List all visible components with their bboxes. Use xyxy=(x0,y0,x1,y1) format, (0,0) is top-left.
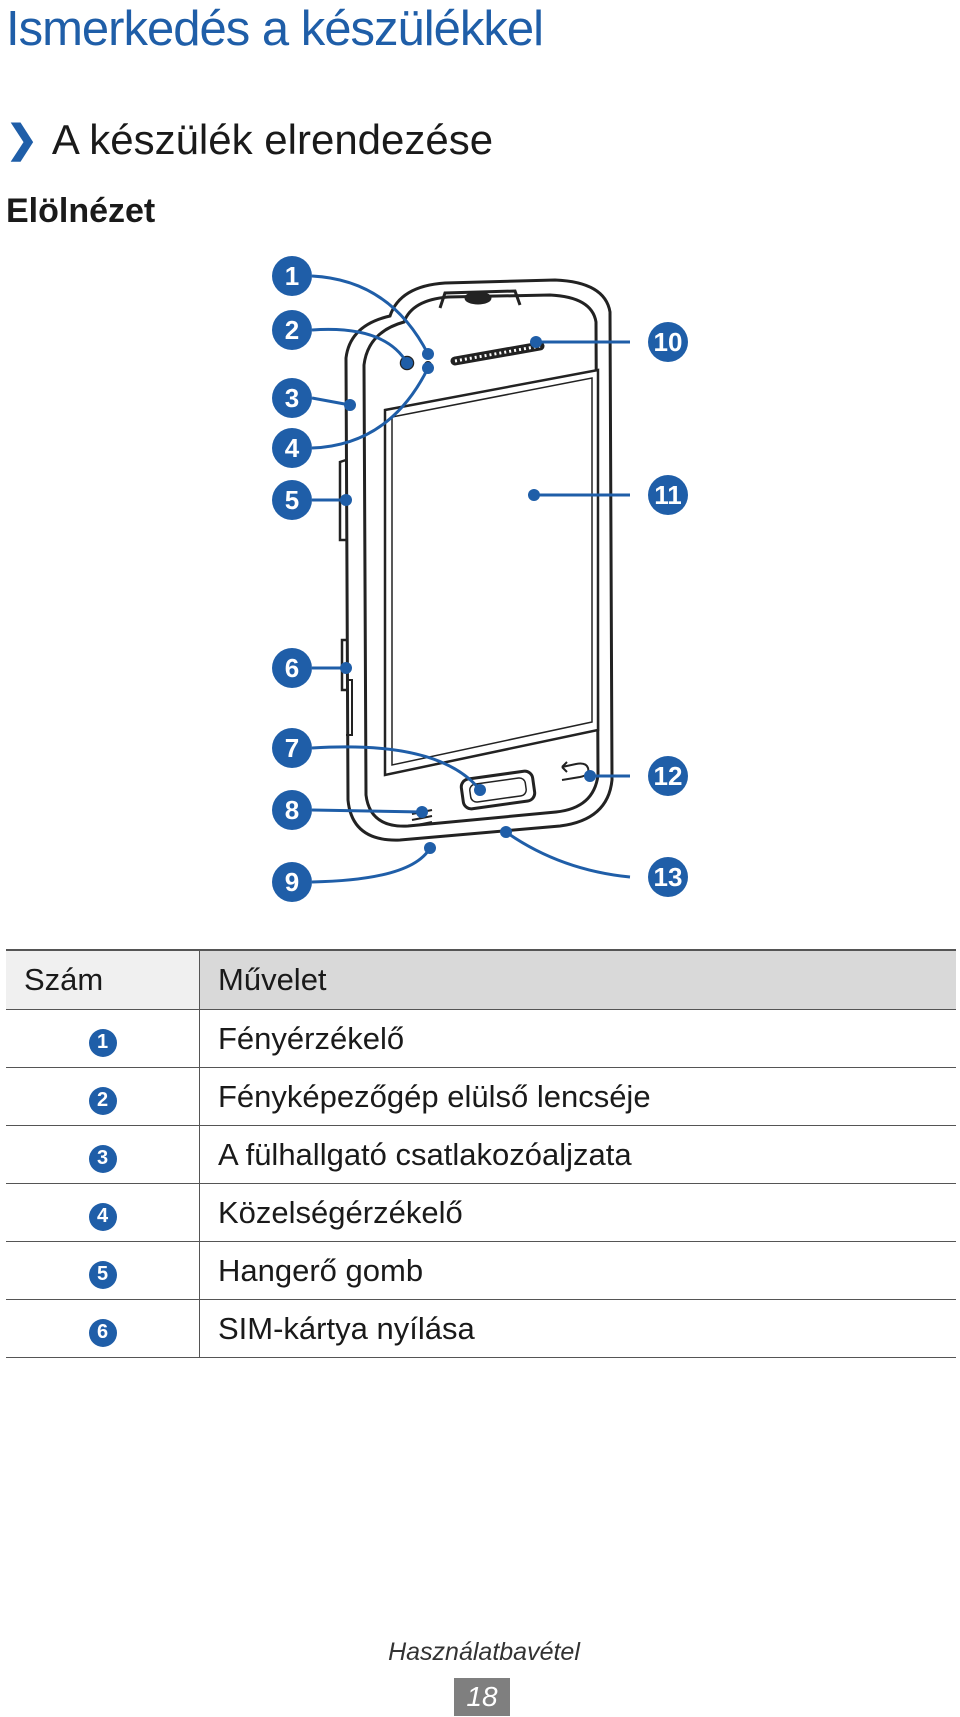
svg-text:10: 10 xyxy=(654,327,683,357)
callout-3: 3 xyxy=(272,378,312,418)
table-row: 1 Fényérzékelő xyxy=(6,1009,956,1068)
svg-text:8: 8 xyxy=(285,795,299,825)
table-row: 2 Fényképezőgép elülső lencséje xyxy=(6,1067,956,1126)
svg-text:9: 9 xyxy=(285,867,299,897)
callout-badges: 1 2 3 4 5 6 7 8 9 10 11 12 13 xyxy=(272,256,688,902)
callout-11: 11 xyxy=(648,475,688,515)
operations-table: Szám Művelet 1 Fényérzékelő 2 Fényképező… xyxy=(6,949,956,1358)
number-badge: 5 xyxy=(88,1260,117,1289)
row-label: A fülhallgató csatlakozóaljzata xyxy=(199,1125,956,1184)
row-label: Fényérzékelő xyxy=(199,1009,956,1068)
table-row: 4 Közelségérzékelő xyxy=(6,1183,956,1242)
svg-text:6: 6 xyxy=(285,653,299,683)
table-row: 5 Hangerő gomb xyxy=(6,1241,956,1300)
page-number: 18 xyxy=(454,1678,510,1716)
header-number: Szám xyxy=(6,949,200,1010)
row-label: Hangerő gomb xyxy=(199,1241,956,1300)
callout-7: 7 xyxy=(272,728,312,768)
table-header-row: Szám Művelet xyxy=(6,949,956,1010)
phone-front-diagram: 1 2 3 4 5 6 7 8 9 10 11 12 13 xyxy=(0,240,960,920)
callout-6: 6 xyxy=(272,648,312,688)
number-badge: 6 xyxy=(88,1318,117,1347)
row-label: Közelségérzékelő xyxy=(199,1183,956,1242)
svg-text:1: 1 xyxy=(285,261,299,291)
table-row: 6 SIM-kártya nyílása xyxy=(6,1299,956,1358)
section-title: ❯ A készülék elrendezése xyxy=(6,112,493,168)
svg-text:13: 13 xyxy=(654,862,683,892)
callout-5: 5 xyxy=(272,480,312,520)
svg-text:3: 3 xyxy=(285,383,299,413)
number-badge: 3 xyxy=(88,1144,117,1173)
callout-2: 2 xyxy=(272,310,312,350)
callout-4: 4 xyxy=(272,428,312,468)
table-row: 3 A fülhallgató csatlakozóaljzata xyxy=(6,1125,956,1184)
callout-leaders xyxy=(311,274,631,884)
svg-text:7: 7 xyxy=(285,733,299,763)
callout-9: 9 xyxy=(272,862,312,902)
row-label: SIM-kártya nyílása xyxy=(199,1299,956,1358)
subsection-title: Elölnézet xyxy=(6,192,156,230)
callout-12: 12 xyxy=(648,756,688,796)
svg-text:4: 4 xyxy=(285,433,300,463)
callout-8: 8 xyxy=(272,790,312,830)
number-badge: 4 xyxy=(88,1202,117,1231)
callout-13: 13 xyxy=(648,857,688,897)
row-label: Fényképezőgép elülső lencséje xyxy=(199,1067,956,1126)
svg-text:11: 11 xyxy=(654,480,682,510)
svg-text:12: 12 xyxy=(654,761,683,791)
header-operation: Művelet xyxy=(199,949,956,1010)
footer-section-label: Használatbavétel xyxy=(388,1638,580,1666)
callout-1: 1 xyxy=(272,256,312,296)
section-title-text: A készülék elrendezése xyxy=(51,116,494,163)
svg-text:5: 5 xyxy=(285,485,299,515)
number-badge: 2 xyxy=(88,1086,117,1115)
chapter-title: Ismerkedés a készülékkel xyxy=(6,2,544,56)
phone-illustration xyxy=(338,278,614,842)
chevron-right-icon: ❯ xyxy=(6,119,38,161)
number-badge: 1 xyxy=(88,1028,117,1057)
svg-text:2: 2 xyxy=(285,315,299,345)
callout-10: 10 xyxy=(648,322,688,362)
callout-anchors xyxy=(340,336,596,854)
